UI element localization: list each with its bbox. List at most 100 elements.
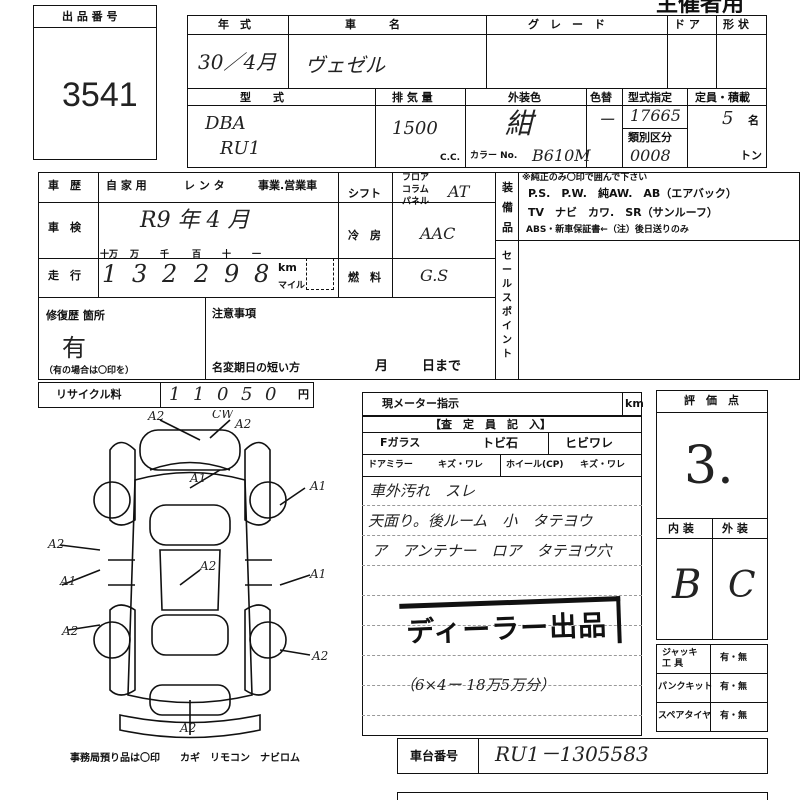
inspector-note: 天面り。後ルーム 小 タテヨウ (368, 512, 593, 530)
exterior-grade: C (728, 565, 756, 606)
shape-label: 形 状 (723, 18, 749, 31)
inspector-box (362, 416, 642, 736)
jack-choice: 有・無 (720, 653, 748, 663)
mileage-digits: 1 3 2 2 9 8 (100, 262, 280, 294)
f-glass-label: Fガラス (380, 436, 421, 449)
equipment-label: 装備品 (502, 181, 513, 234)
car-diagram: A2 CW A2 A1 A1 A2 A2 A1 A1 A2 A2 A2 (47, 410, 328, 739)
name-change-label: 名変期日の短い方 (212, 361, 300, 374)
equipment-line-2: TV ナビ カワ. SR（サンルーフ） (528, 206, 718, 219)
model-label: 型 式 (240, 91, 284, 104)
mirror-value: キズ・ワレ (438, 460, 484, 470)
name-change-day: 日まで (422, 359, 462, 374)
cc-unit: C.C. (440, 153, 461, 163)
shift-option-panel: パネル (402, 197, 430, 207)
class-label: 類別区分 (628, 131, 672, 144)
recycle-digit: 5 (241, 384, 253, 405)
damage-mark: A2 (234, 417, 251, 431)
mileage-units: 十万 万 千 百 十 一 (100, 251, 280, 261)
mirror-label: ドアミラー (368, 460, 413, 470)
mileage-unit: 十 (222, 250, 232, 260)
damage-mark: A1 (309, 479, 326, 493)
shift-option-column: コラム (402, 185, 429, 195)
inspection-label: 車 検 (48, 221, 81, 234)
mileage-digit: 3 (132, 260, 148, 288)
f-glass-chip: トビ石 (482, 436, 519, 450)
f-glass-crack: ヒビワレ (565, 436, 614, 450)
color-no-value: － (597, 110, 615, 131)
damage-mark: CW (212, 410, 235, 421)
interior-grade: B (672, 562, 702, 608)
meter-box (362, 392, 642, 416)
damage-mark: A2 (47, 537, 64, 551)
puncture-kit-label: パンクキット (658, 682, 713, 692)
fuel-value: G.S (420, 266, 449, 285)
history-business: 事業.営業車 (258, 179, 318, 192)
shift-value: AT (448, 182, 470, 201)
interior-label: 内 装 (668, 522, 694, 535)
mileage-unit: 百 (192, 250, 202, 260)
equipment-line-3: ABS・新車保証書←（注）後日送りのみ (526, 225, 689, 235)
capacity-label: 定員・積載 (695, 91, 750, 104)
vehicle-info-grid (187, 15, 767, 168)
equipment-line-1: P.S. P.W. 純AW. AB（エアバック） (528, 187, 737, 200)
puncture-kit-choice: 有・無 (720, 682, 748, 692)
caution-label: 注意事項 (212, 307, 256, 320)
mileage-label: 走 行 (48, 269, 81, 282)
displacement-value: 1500 (392, 118, 438, 139)
km-label: km (278, 261, 297, 274)
inspection-value: R9 年 4 月 (140, 208, 250, 233)
chassis-label: 車台番号 (410, 749, 459, 763)
name-change-month: 月 (375, 359, 389, 374)
history-private: 自 家 用 (106, 179, 147, 192)
grade-label: 評 価 点 (684, 394, 739, 407)
repair-note: （有の場合は〇印を） (44, 366, 135, 376)
grade-label: グ レ ー ド (528, 18, 605, 31)
meter-label: 現メーター指示 (382, 397, 459, 410)
color-code-value: B610M (532, 146, 591, 165)
lot-number-box (33, 5, 157, 160)
damage-mark: A2 (147, 410, 164, 423)
recycle-unit: 円 (298, 388, 309, 401)
damage-mark: A2 (179, 721, 196, 735)
color-label: 外装色 (508, 91, 541, 104)
mileage-digit: 8 (254, 260, 270, 288)
exterior-label: 外 装 (722, 522, 748, 535)
color-change-label: 色替 (590, 91, 612, 104)
mileage-digit: 2 (194, 260, 210, 288)
color-value: 紺 (505, 107, 534, 140)
displacement-label: 排 気 量 (392, 91, 433, 104)
grade-value: 3. (684, 436, 734, 496)
damage-mark: A2 (61, 624, 78, 638)
repair-value: 有 (62, 334, 86, 362)
dealer-stamp: ディーラー出品 (399, 596, 622, 651)
history-label: 車 歴 (48, 179, 81, 192)
ton-unit: トン (740, 149, 762, 162)
recycle-label: リサイクル料 (56, 388, 122, 401)
mileage-unit: 一 (252, 250, 262, 260)
mile-checkbox[interactable] (306, 258, 334, 290)
lot-number-label: 出 品 番 号 (62, 10, 118, 23)
class-value: 0008 (630, 146, 671, 165)
meter-unit: km (625, 397, 644, 410)
equipment-note: ※純正のみ〇印で囲んで下さい (522, 173, 648, 183)
mileage-digit: 9 (224, 260, 240, 288)
wheel-label: ホイール(CP) (506, 460, 564, 470)
recycle-digits: 1 1 0 5 0 (165, 386, 315, 408)
damage-mark: A1 (59, 574, 76, 588)
spare-tire-label: スペアタイヤ (658, 711, 712, 721)
year-value: 30／4月 (198, 50, 277, 74)
year-label: 年 式 (218, 18, 251, 31)
recycle-digit: 1 (193, 384, 205, 405)
mileage-digit: 1 (102, 260, 118, 288)
spare-tire-choice: 有・無 (720, 711, 748, 721)
history-rental: レ ン タ (184, 179, 225, 192)
door-label: ド ア (674, 18, 700, 31)
model-value-1: DBA (205, 113, 246, 134)
damage-mark: A1 (189, 471, 206, 485)
jack-label: ジャッキ 工 具 (662, 648, 698, 669)
recycle-box (38, 382, 314, 408)
name-value: ヴェゼル (305, 53, 385, 77)
lot-number: 3541 (62, 76, 138, 114)
shift-option-floor: フロア (402, 173, 430, 183)
